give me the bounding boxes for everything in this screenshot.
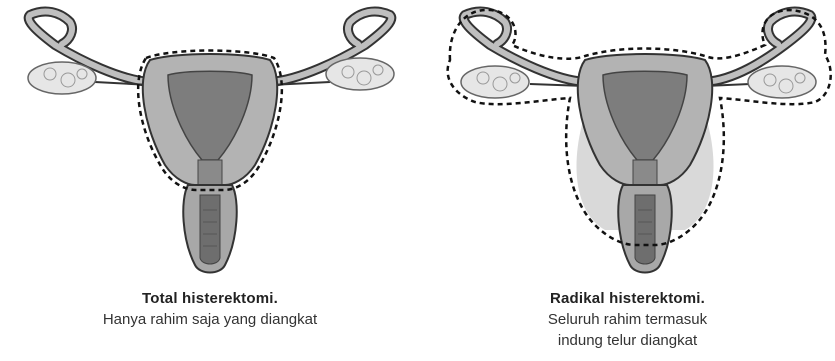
- caption-description-line: Hanya rahim saja yang diangkat: [0, 309, 420, 330]
- caption-total: Total histerektomi. Hanya rahim saja yan…: [0, 290, 420, 330]
- caption-description-line: indung telur diangkat: [420, 330, 835, 351]
- caption-radical: Radikal histerektomi. Seluruh rahim term…: [420, 290, 835, 351]
- diagram-total-hysterectomy: Total histerektomi. Hanya rahim saja yan…: [0, 0, 420, 361]
- caption-description: Hanya rahim saja yang diangkat: [0, 309, 420, 330]
- caption-title: Radikal histerektomi.: [420, 290, 835, 307]
- caption-description-line: Seluruh rahim termasuk: [420, 309, 835, 330]
- diagram-radical-hysterectomy: Radikal histerektomi. Seluruh rahim term…: [420, 0, 835, 361]
- ovary-left: [28, 62, 96, 94]
- uterus-illustration-total: [0, 0, 420, 290]
- ovary-right: [326, 58, 394, 90]
- uterus-illustration-radical: [420, 0, 835, 290]
- caption-description: Seluruh rahim termasuk indung telur dian…: [420, 309, 835, 351]
- ovary-right: [748, 66, 816, 98]
- caption-title: Total histerektomi.: [0, 290, 420, 307]
- ovary-left: [461, 66, 529, 98]
